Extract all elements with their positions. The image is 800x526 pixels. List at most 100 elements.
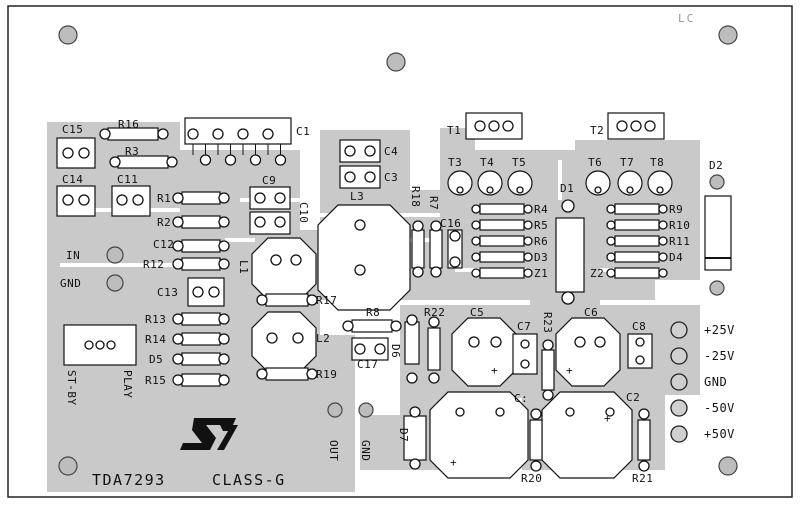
d7-diode: [403, 406, 427, 470]
label-d7: D7: [397, 428, 410, 442]
chip-pin: [249, 154, 262, 166]
label-c6: C6: [584, 306, 598, 319]
label-play: PLAY: [121, 370, 134, 399]
power-rail-pads: [670, 321, 688, 443]
resistor-r19: [256, 367, 318, 381]
c8-cap: [627, 333, 653, 369]
label-c10: C10: [297, 202, 310, 223]
inductor-l3: [317, 204, 411, 311]
resistor-r21: [637, 408, 651, 472]
label-c14: C14: [62, 173, 83, 186]
small-transistors: [447, 170, 673, 196]
chip-pin: [274, 154, 287, 166]
chip-pin: [237, 128, 249, 140]
label-c8: C8: [632, 320, 646, 333]
label-r18: R18: [409, 186, 422, 207]
mounting-holes: [58, 25, 738, 476]
label-t2: T2: [590, 124, 604, 137]
label-c15: C15: [62, 123, 83, 136]
label-r14: R14: [145, 333, 166, 346]
label-r3: R3: [125, 145, 139, 158]
label-c2: C2: [626, 391, 640, 404]
resistor-r16: [99, 127, 169, 141]
board-title: TDA7293: [92, 471, 166, 489]
resistor-r8: [342, 319, 402, 333]
label-r17: R17: [316, 294, 337, 307]
label-c17: C17: [357, 358, 378, 371]
label-r15: R15: [145, 374, 166, 387]
label-t4: T4: [480, 156, 494, 169]
label-c9: C9: [262, 174, 276, 187]
svg-text:+: +: [566, 364, 573, 377]
c6-electrolytic: +: [555, 317, 621, 387]
c3-cap: [339, 165, 381, 189]
label-t7: T7: [620, 156, 634, 169]
chip-pin: [187, 128, 199, 140]
rail-label: +25V: [704, 323, 735, 337]
label-r5: R5: [534, 219, 548, 232]
resistor-r17: [256, 293, 318, 307]
svg-text:+: +: [491, 364, 498, 377]
label-t3: T3: [448, 156, 462, 169]
board-subtitle: CLASS-G: [212, 471, 286, 489]
label-r19: R19: [316, 368, 337, 381]
c-big-left: +: [429, 391, 529, 479]
resistor-bank-left: [471, 203, 533, 279]
label-d3: D3: [534, 251, 548, 264]
label-c12: C12: [153, 238, 174, 251]
chip-pin: [224, 154, 237, 166]
label-r7: R7: [427, 196, 440, 210]
label-d4: D4: [669, 251, 683, 264]
label-r11: R11: [669, 235, 690, 248]
c13-cap: [187, 277, 225, 307]
c9-cap: [249, 186, 291, 210]
c11-cap: [111, 185, 151, 217]
label-z2: Z2: [590, 267, 604, 280]
chip-pin: [199, 154, 212, 166]
resistor-r23: [541, 339, 555, 401]
label-in: IN: [66, 249, 80, 262]
label-c1: C1: [296, 125, 310, 138]
label-t6: T6: [588, 156, 602, 169]
label-c7: C7: [517, 320, 531, 333]
label-c11: C11: [117, 173, 138, 186]
label-l3: L3: [350, 190, 364, 203]
resistor-r22: [427, 316, 441, 384]
label-r23: R23: [541, 312, 554, 333]
c17-cap: [351, 337, 389, 361]
label-gnd-in: GND: [60, 277, 81, 290]
label-r9: R9: [669, 203, 683, 216]
label-t1: T1: [447, 124, 461, 137]
resistor-r20: [529, 408, 543, 472]
label-r2: R2: [157, 216, 171, 229]
tda7293-chip: [184, 117, 292, 166]
c5-electrolytic: +: [451, 317, 517, 387]
resistor-bank-right: [606, 203, 668, 279]
label-d2: D2: [709, 159, 723, 172]
rail-label: +50V: [704, 427, 735, 441]
c15-cap: [56, 137, 96, 169]
rail-label: -50V: [704, 401, 735, 415]
label-c16: C16: [440, 217, 461, 230]
label-r13: R13: [145, 313, 166, 326]
label-r4: R4: [534, 203, 548, 216]
label-z1: Z1: [534, 267, 548, 280]
rail-label: GND: [704, 375, 727, 389]
label-c4: C4: [384, 145, 398, 158]
label-r20: R20: [521, 472, 542, 485]
c14-cap: [56, 185, 96, 217]
label-r10: R10: [669, 219, 690, 232]
c4-cap: [339, 139, 381, 163]
label-out: OUT: [327, 440, 340, 461]
label-t5: T5: [512, 156, 526, 169]
label-r16: R16: [118, 118, 139, 131]
label-c5: C5: [470, 306, 484, 319]
corner-mark: LC: [678, 12, 695, 25]
label-t8: T8: [650, 156, 664, 169]
chip-pin: [262, 128, 274, 140]
label-d5: D5: [149, 353, 163, 366]
standby-switch: [63, 324, 137, 366]
c7-cap: [512, 333, 538, 375]
